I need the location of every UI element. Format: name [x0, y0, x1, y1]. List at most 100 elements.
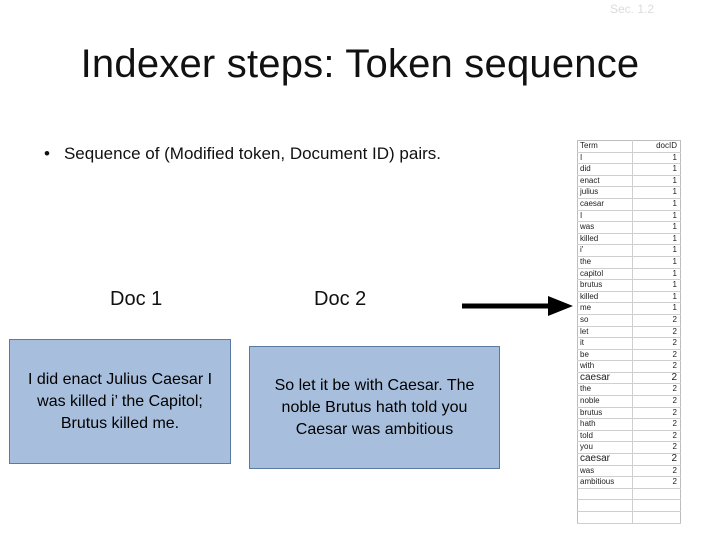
term-cell: killed — [577, 233, 633, 246]
bullet-dot-icon: • — [44, 144, 50, 163]
docid-cell: 1 — [632, 175, 681, 188]
docid-cell: 1 — [632, 163, 681, 176]
docid-cell: 2 — [632, 314, 681, 327]
term-cell: caesar — [577, 372, 633, 385]
term-cell: with — [577, 360, 633, 373]
docid-cell: 2 — [632, 430, 681, 443]
docid-cell: 2 — [632, 372, 681, 385]
term-cell: caesar — [577, 198, 633, 211]
bullet-item: • Sequence of (Modified token, Document I… — [44, 144, 441, 164]
docid-cell: 2 — [632, 337, 681, 350]
docid-cell — [632, 499, 681, 512]
slide-title: Indexer steps: Token sequence — [80, 42, 640, 86]
docid-cell: 1 — [632, 279, 681, 292]
docid-cell: 2 — [632, 395, 681, 408]
term-cell: was — [577, 221, 633, 234]
term-cell: noble — [577, 395, 633, 408]
docid-cell: 2 — [632, 418, 681, 431]
table-row — [577, 488, 681, 501]
docid-cell — [632, 488, 681, 501]
docid-cell: 2 — [632, 453, 681, 466]
doc2-label: Doc 2 — [314, 288, 367, 310]
slide-number: Sec. 1.2 — [610, 2, 655, 16]
table-row — [577, 499, 681, 512]
doc2-text: So let it be with Caesar. The noble Brut… — [274, 376, 475, 438]
term-cell: me — [577, 302, 633, 315]
docid-cell: 2 — [632, 360, 681, 373]
term-cell: did — [577, 163, 633, 176]
bullet-text: Sequence of (Modified token, Document ID… — [63, 144, 441, 163]
term-cell — [577, 488, 633, 501]
doc1-label: Doc 1 — [110, 288, 163, 310]
term-cell: enact — [577, 175, 633, 188]
term-cell — [577, 511, 633, 524]
docid-cell: 1 — [632, 221, 681, 234]
docid-cell: 1 — [632, 152, 681, 165]
term-cell — [577, 499, 633, 512]
term-cell: be — [577, 349, 633, 362]
term-cell: julius — [577, 186, 633, 199]
docid-cell: 2 — [632, 326, 681, 339]
docid-cell: 2 — [632, 383, 681, 397]
docid-cell: 1 — [632, 210, 681, 223]
term-cell: told — [577, 430, 633, 443]
term-cell: hath — [577, 418, 633, 431]
table-header-row: Term docID — [577, 140, 681, 153]
term-cell: brutus — [577, 279, 633, 292]
table-row: i'1 — [577, 244, 681, 257]
term-cell: the — [577, 256, 633, 269]
term-cell: it — [577, 337, 633, 350]
term-cell: killed — [577, 291, 633, 304]
docid-cell: 2 — [632, 441, 681, 455]
right-arrow-icon — [462, 296, 573, 316]
docid-cell: 1 — [632, 233, 681, 246]
doc1-text: I did enact Julius Caesar I was killed i… — [27, 370, 213, 432]
docid-cell: 1 — [632, 291, 681, 304]
term-cell: brutus — [577, 407, 633, 420]
doc2-text-box: So let it be with Caesar. The noble Brut… — [249, 346, 500, 469]
term-cell: I — [577, 152, 633, 165]
doc1-text-box: I did enact Julius Caesar I was killed i… — [9, 339, 231, 464]
docid-column-header: docID — [632, 140, 681, 153]
term-cell: ambitious — [577, 476, 633, 489]
docid-cell: 1 — [632, 256, 681, 269]
docid-cell: 2 — [632, 465, 681, 478]
term-cell: was — [577, 465, 633, 478]
docid-cell: 1 — [632, 198, 681, 211]
docid-cell: 2 — [632, 349, 681, 362]
term-cell: i' — [577, 244, 633, 257]
docid-cell — [632, 511, 681, 524]
term-column-header: Term — [577, 140, 633, 153]
docid-cell: 2 — [632, 407, 681, 420]
docid-cell: 1 — [632, 186, 681, 199]
